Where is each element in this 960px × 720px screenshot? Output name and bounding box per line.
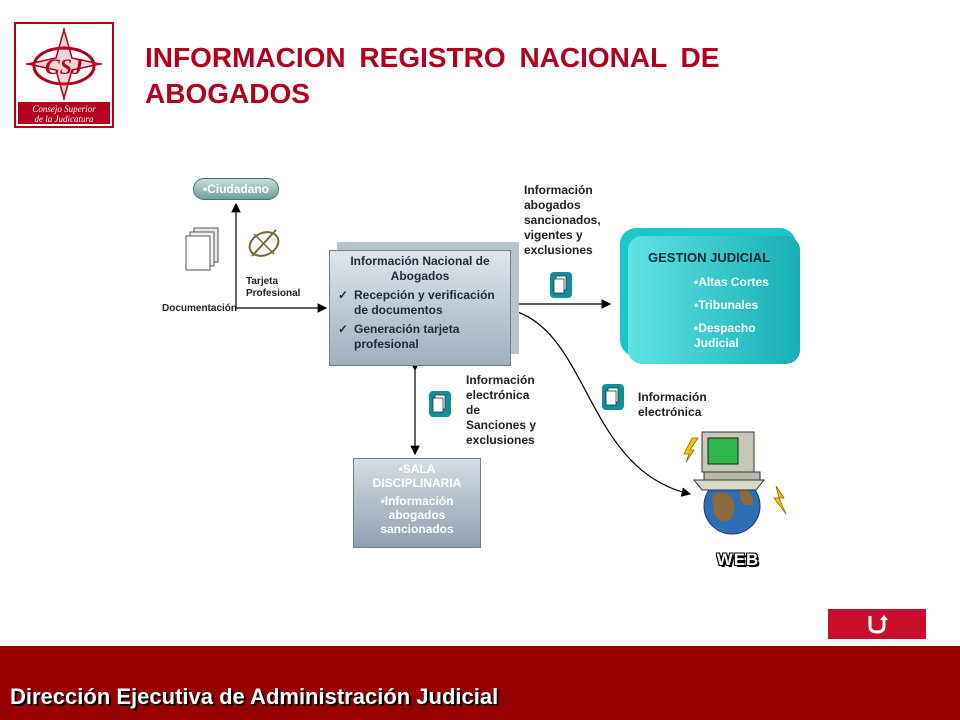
gestion-judicial-box: GESTION JUDICIAL •Altas Cortes •Tribunal… — [628, 236, 800, 364]
document-icon — [429, 391, 451, 417]
document-icon — [602, 384, 624, 410]
return-arrow-icon — [868, 615, 888, 634]
central-item: ✓ Recepción y verificación de documentos — [338, 288, 495, 317]
informacion-nacional-box: Información Nacional de Abogados ✓ Recep… — [329, 250, 511, 366]
arrow-to-web — [510, 309, 692, 497]
label-informacion-electronica: Información electrónica — [638, 390, 707, 419]
computer-globe-icon — [683, 431, 787, 535]
sala-item: •Información abogados sancionados — [380, 494, 454, 536]
sala-disciplinaria-box: •SALA DISCIPLINARIA •Información abogado… — [353, 458, 481, 548]
footer-bar — [0, 646, 960, 720]
logo-main-text: CSJ — [45, 54, 84, 79]
document-icon — [550, 272, 572, 298]
documents-icon — [185, 227, 219, 271]
footer-text: Dirección Ejecutiva de Administración Ju… — [10, 684, 499, 709]
central-header: Información Nacional de Abogados — [350, 254, 490, 283]
central-item: ✓ Generación tarjeta profesional — [338, 322, 460, 351]
card-icon — [248, 229, 280, 257]
page-title: INFORMACION REGISTRO NACIONAL DE ABOGADO… — [145, 42, 720, 109]
check-icon: ✓ — [338, 288, 349, 302]
gestion-item: •Tribunales — [694, 298, 759, 312]
csj-logo: CSJ Consejo Superior de la Judicatura — [14, 22, 114, 128]
logo-line2: de la Judicatura — [35, 114, 94, 124]
web-label: WEB — [716, 550, 760, 569]
gestion-item: •Despacho Judicial — [694, 321, 756, 350]
logo-line1: Consejo Superior — [32, 104, 96, 114]
label-informacion-abogados: Información abogados sancionados, vigent… — [524, 183, 601, 257]
ciudadano-node: •Ciudadano — [193, 178, 279, 200]
gestion-item: •Altas Cortes — [694, 275, 769, 289]
sala-title: •SALA DISCIPLINARIA — [372, 462, 462, 490]
label-informacion-sanciones: Información electrónica de Sanciones y e… — [466, 373, 537, 447]
documentacion-label: Documentación — [162, 303, 238, 314]
return-button[interactable] — [828, 609, 926, 639]
gestion-header: GESTION JUDICIAL — [648, 250, 771, 265]
check-icon: ✓ — [338, 322, 349, 336]
tarjeta-label: Tarjeta Profesional — [246, 276, 301, 299]
